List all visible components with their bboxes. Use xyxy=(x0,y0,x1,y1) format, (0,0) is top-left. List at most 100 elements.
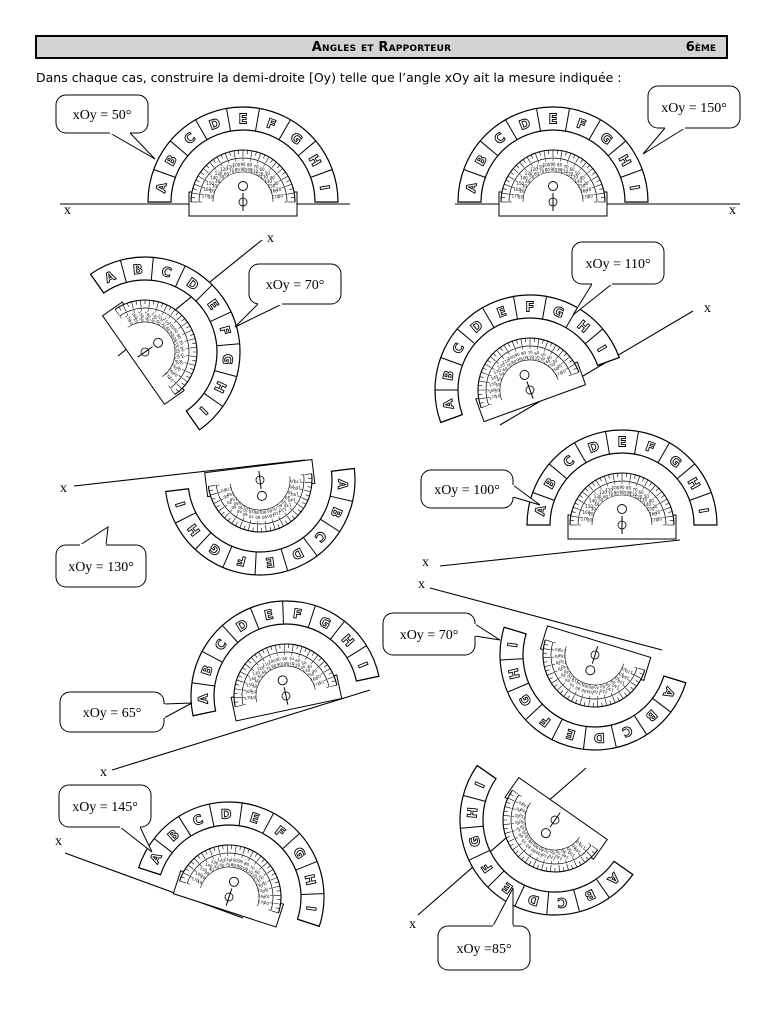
scale-tick xyxy=(597,192,605,195)
scale-number-reverse: 150 xyxy=(578,184,586,189)
scale-tick-inner xyxy=(622,684,626,688)
scale-tick xyxy=(597,699,599,707)
scale-tick xyxy=(503,810,508,812)
scale-tick xyxy=(503,815,511,817)
ring-divider xyxy=(574,442,587,463)
scale-tick xyxy=(499,347,503,351)
scale-tick xyxy=(624,692,628,697)
letter-ring xyxy=(147,106,339,203)
protractor-inner-arc xyxy=(215,474,305,525)
ring-divider xyxy=(262,812,275,834)
scale-number-reverse: 10 xyxy=(208,194,214,199)
scale-tick xyxy=(265,156,270,164)
scale-tick-inner xyxy=(591,186,595,189)
scale-number-reverse: 150 xyxy=(558,658,567,665)
scale-tick xyxy=(239,521,243,528)
scale-number-reverse: 70 xyxy=(229,169,235,174)
ring-divider xyxy=(573,889,581,912)
scale-number: 150 xyxy=(199,866,208,873)
scale-tick-inner xyxy=(514,348,517,352)
scale-tick xyxy=(518,851,524,857)
point-x-label: x xyxy=(64,203,71,218)
ring-letter: E xyxy=(618,436,627,451)
scale-tick xyxy=(573,860,578,868)
scale-tick xyxy=(580,856,586,863)
centre-mark xyxy=(137,346,153,358)
scale-tick-inner xyxy=(220,163,223,167)
scale-tick xyxy=(256,524,258,532)
centre-mark xyxy=(258,471,262,489)
scale-number-reverse: 30 xyxy=(287,490,293,496)
ring-letter: C xyxy=(160,264,173,281)
scale-tick xyxy=(213,847,216,852)
scale-number: 20 xyxy=(556,363,563,370)
scale-number: 170 xyxy=(191,876,200,883)
scale-number-reverse: 40 xyxy=(215,179,221,184)
ray-ox xyxy=(439,539,681,567)
scale-number: 30 xyxy=(551,358,558,365)
scale-tick xyxy=(634,675,642,679)
scale-number: 150 xyxy=(616,679,625,686)
ring-divider xyxy=(191,682,215,687)
scale-tick-inner xyxy=(550,860,552,864)
scale-tick xyxy=(190,861,195,865)
scale-tick-inner xyxy=(316,666,319,669)
scale-number-reverse: 50 xyxy=(604,682,611,688)
callout-bubble xyxy=(58,784,152,828)
ring-letter: G xyxy=(219,353,235,365)
scale-tick xyxy=(541,863,544,871)
scale-tick xyxy=(578,861,582,866)
scale-number: 140 xyxy=(520,176,528,181)
scale-tick xyxy=(571,694,575,702)
scale-number: 20 xyxy=(515,806,522,813)
scale-number-reverse: 90 xyxy=(516,356,523,363)
scale-number-reverse: 150 xyxy=(257,887,266,894)
scale-tick xyxy=(156,301,159,309)
scale-tick xyxy=(556,685,563,691)
scale-tick-inner xyxy=(220,498,224,501)
scale-tick xyxy=(267,865,271,869)
scale-tick-inner xyxy=(642,486,645,490)
scale-number-reverse: 100 xyxy=(240,865,249,872)
scale-tick xyxy=(319,660,325,667)
scale-tick xyxy=(596,179,601,182)
scale-tick xyxy=(502,188,507,190)
scale-number: 90 xyxy=(514,351,521,358)
letter-ring xyxy=(165,467,356,576)
ring-divider xyxy=(178,816,192,837)
scale-number: 40 xyxy=(261,880,268,886)
point-x-label: x xyxy=(422,555,429,570)
scale-tick-inner xyxy=(289,507,293,511)
scale-number: 10 xyxy=(263,900,270,906)
scale-number: 110 xyxy=(605,487,613,492)
scale-tick xyxy=(644,479,649,487)
scale-number-reverse: 10 xyxy=(127,319,134,326)
scale-tick xyxy=(193,351,197,353)
scale-number-reverse: 110 xyxy=(526,354,535,361)
scale-number: 130 xyxy=(554,853,563,862)
scale-tick-inner xyxy=(486,382,490,384)
scale-number-reverse: 70 xyxy=(272,506,278,512)
centre-circle xyxy=(255,475,265,485)
scale-tick xyxy=(595,183,602,187)
letter-ring xyxy=(434,294,621,424)
scale-tick xyxy=(563,353,567,357)
scale-number-reverse: 10 xyxy=(197,879,204,885)
ring-divider xyxy=(595,878,610,899)
scale-number-reverse: 130 xyxy=(173,351,182,360)
scale-tick-inner xyxy=(162,312,164,315)
scale-tick-inner xyxy=(488,403,492,406)
scale-tick xyxy=(226,845,228,853)
scale-tick xyxy=(666,515,674,518)
ring-letter: A xyxy=(464,182,481,195)
scale-tick xyxy=(592,702,594,707)
scale-tick xyxy=(507,175,515,180)
scale-number: 10 xyxy=(560,368,567,375)
scale-tick xyxy=(181,318,186,322)
scale-tick xyxy=(576,498,584,503)
scale-number-reverse: 80 xyxy=(588,684,595,690)
scale-tick xyxy=(255,151,257,156)
ring-divider xyxy=(195,119,208,140)
